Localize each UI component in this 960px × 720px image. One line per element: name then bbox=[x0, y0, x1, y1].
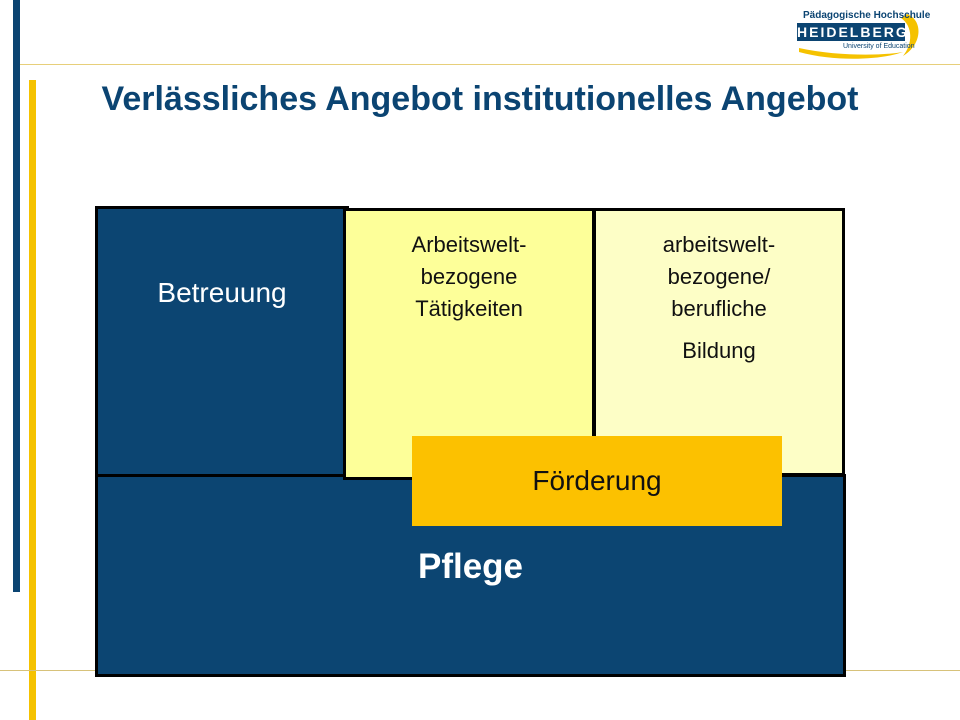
university-logo: Pädagogische Hochschule HEIDELBERG Unive… bbox=[795, 10, 930, 60]
text-line: Bildung bbox=[682, 338, 756, 363]
slide-title: Verlässliches Angebot institutionelles A… bbox=[101, 80, 859, 118]
text-line: Tätigkeiten bbox=[415, 296, 523, 321]
berufliche-bildung-text: arbeitswelt- bezogene/ berufliche Bildun… bbox=[596, 229, 842, 367]
text-line: arbeitswelt- bbox=[662, 232, 776, 257]
text-line: berufliche bbox=[671, 296, 767, 321]
text-line: bezogene/ bbox=[667, 264, 771, 289]
foerderung-box: Förderung bbox=[412, 436, 782, 526]
pflege-label: Pflege bbox=[417, 547, 524, 586]
betreuung-label: Betreuung bbox=[157, 277, 287, 308]
text-line: Arbeitswelt- bbox=[411, 232, 527, 257]
text-line: bezogene bbox=[420, 264, 518, 289]
logo-main-text: HEIDELBERG bbox=[797, 23, 909, 41]
logo-sub-text: University of Education bbox=[843, 43, 915, 50]
logo-top-text: Pädagogische Hochschule bbox=[803, 10, 931, 21]
arbeitswelt-taetigkeiten-text: Arbeitswelt- bezogene Tätigkeiten bbox=[346, 229, 592, 325]
berufliche-bildung-box: arbeitswelt- bezogene/ berufliche Bildun… bbox=[593, 208, 845, 476]
left-accent-bar-yellow bbox=[29, 80, 36, 720]
logo-swoosh-icon bbox=[799, 14, 919, 59]
header-rule bbox=[20, 64, 960, 65]
left-accent-bar-navy bbox=[13, 0, 20, 592]
betreuung-box: Betreuung bbox=[95, 206, 349, 478]
foerderung-label: Förderung bbox=[532, 465, 662, 496]
